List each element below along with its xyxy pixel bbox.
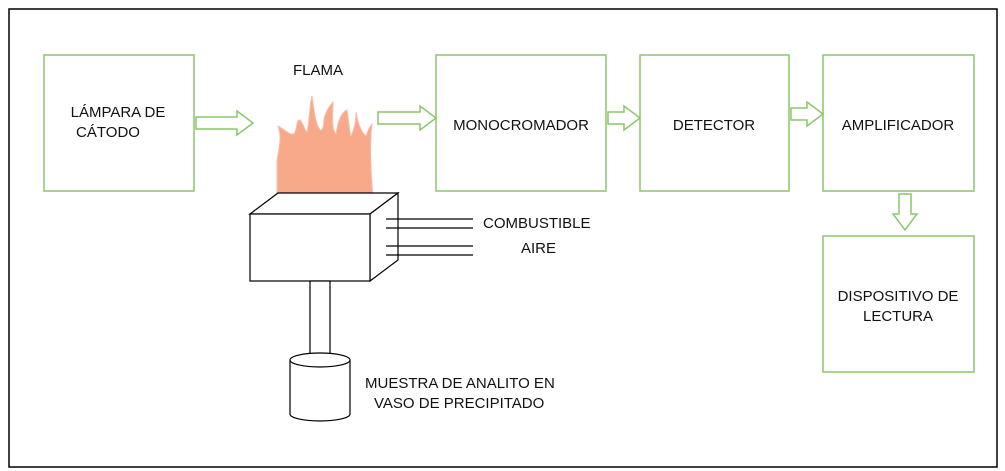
arrow-lamp-to-flame (195, 109, 255, 137)
sample-beaker (289, 352, 351, 422)
arrow-amplifier-to-readout (891, 193, 919, 232)
detector-label: DETECTOR (673, 117, 755, 134)
lamp-label-line2: CÁTODO (76, 124, 140, 141)
air-tube (386, 245, 473, 256)
aspiration-tube (309, 280, 331, 358)
sample-label-line1: MUESTRA DE ANALITO EN (365, 375, 555, 392)
flame-shape (276, 95, 374, 199)
monochromator-label: MONOCROMADOR (453, 117, 589, 134)
arrow-flame-to-monochromator (377, 104, 438, 132)
detector-box: DETECTOR (639, 54, 790, 192)
monochromator-box: MONOCROMADOR (435, 54, 607, 192)
fuel-label: COMBUSTIBLE (483, 215, 591, 232)
readout-box: DISPOSITIVO DE LECTURA (822, 235, 975, 373)
arrow-detector-to-amplifier (790, 100, 825, 128)
amplifier-label: AMPLIFICADOR (842, 117, 955, 134)
sample-label-line2: VASO DE PRECIPITADO (374, 395, 544, 412)
readout-label-line1: DISPOSITIVO DE (838, 288, 959, 305)
lamp-box: LÁMPARA DE CÁTODO (43, 54, 195, 192)
air-label: AIRE (521, 240, 556, 257)
amplifier-box: AMPLIFICADOR (822, 54, 975, 192)
burner-block (248, 191, 400, 283)
lamp-label-line1: LÁMPARA DE (71, 104, 166, 121)
readout-label-line2: LECTURA (863, 308, 933, 325)
flame-label: FLAMA (293, 62, 343, 79)
fuel-tube (386, 218, 473, 229)
arrow-monochromator-to-detector (607, 104, 642, 132)
